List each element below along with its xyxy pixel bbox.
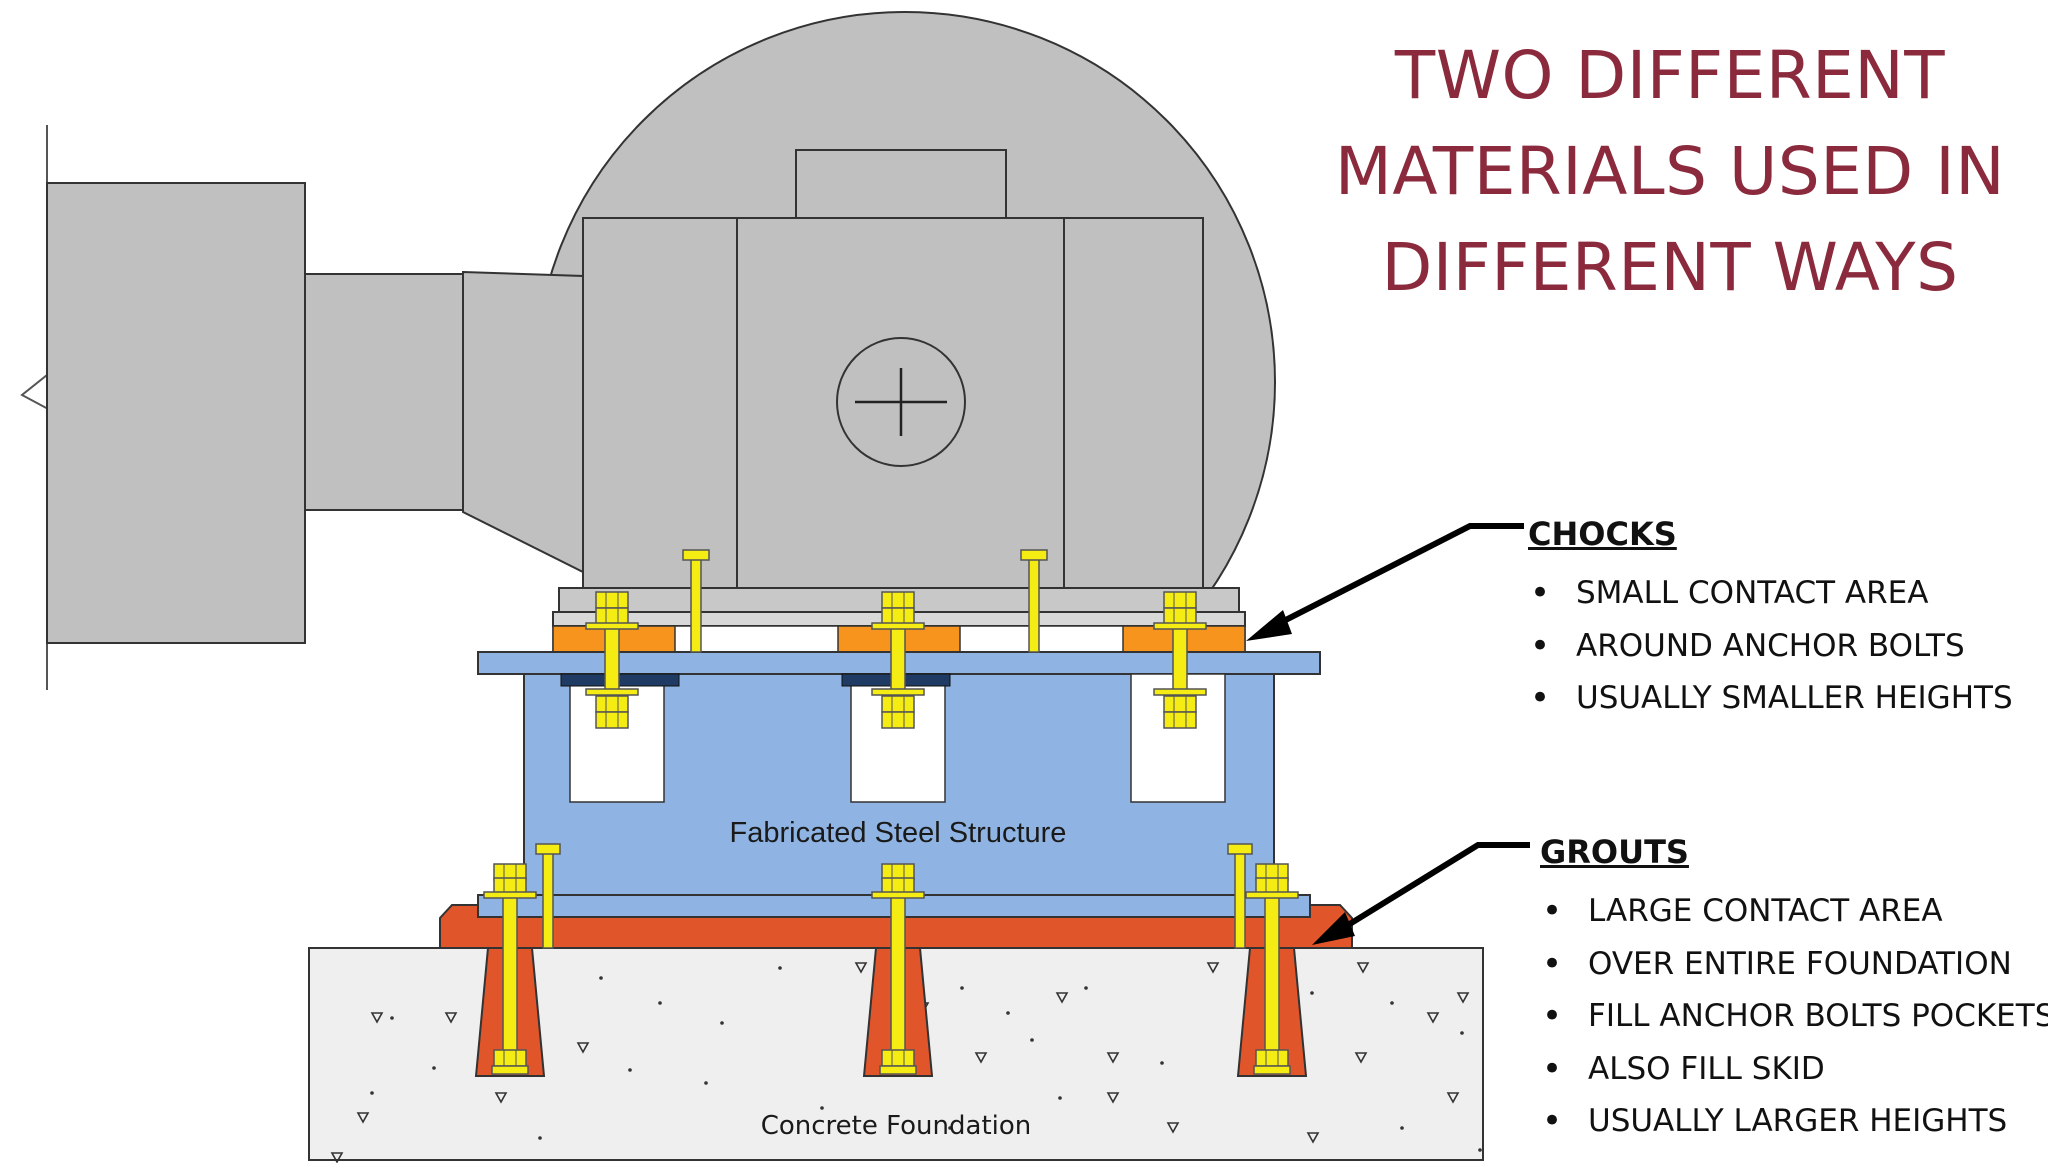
aggregate-dot xyxy=(628,1068,632,1072)
shaft-section-small xyxy=(304,273,464,511)
aggregate-mark xyxy=(1106,1052,1120,1064)
aggregate-mark xyxy=(1166,1122,1180,1134)
jacking-screw xyxy=(682,549,710,653)
aggregate-dot xyxy=(720,1021,724,1025)
list-item: USUALLY LARGER HEIGHTS xyxy=(1540,1095,2048,1148)
aggregate-dot xyxy=(960,986,964,990)
chocks-list: SMALL CONTACT AREA AROUND ANCHOR BOLTS U… xyxy=(1528,567,2013,725)
aggregate-dot xyxy=(599,976,603,980)
anchor-bolt xyxy=(871,863,925,1075)
aggregate-mark xyxy=(1206,962,1220,974)
grouts-arrowhead xyxy=(1312,912,1355,945)
title-line: DIFFERENT WAYS xyxy=(1381,229,1959,306)
aggregate-mark xyxy=(974,1052,988,1064)
anchor-bolt xyxy=(483,863,537,1075)
aggregate-mark xyxy=(1055,992,1069,1004)
list-item: SMALL CONTACT AREA xyxy=(1528,567,2013,620)
chocks-leader-line xyxy=(1268,523,1524,631)
aggregate-mark xyxy=(1456,992,1470,1004)
aggregate-dot xyxy=(820,1106,824,1110)
aggregate-mark xyxy=(444,1012,458,1024)
hold-down-bolt xyxy=(871,591,925,729)
aggregate-mark xyxy=(370,1012,384,1024)
anchor-bolts xyxy=(483,549,1299,1075)
aggregate-dot xyxy=(1478,1148,1482,1152)
aggregate-dot xyxy=(1006,1011,1010,1015)
aggregate-mark xyxy=(1106,1092,1120,1104)
shaft-section-large xyxy=(46,182,306,644)
jacking-screw xyxy=(1020,549,1048,653)
aggregate-mark xyxy=(576,1042,590,1054)
aggregate-dot xyxy=(1058,1096,1062,1100)
list-item: ALSO FILL SKID xyxy=(1540,1043,2048,1096)
aggregate-dot xyxy=(432,1066,436,1070)
concrete-aggregate xyxy=(330,962,1482,1164)
hold-down-bolt xyxy=(1153,591,1207,729)
aggregate-mark xyxy=(854,962,868,974)
grouts-heading: GROUTS xyxy=(1540,833,1689,871)
aggregate-mark xyxy=(330,1152,344,1164)
concrete-foundation-label: Concrete Foundation xyxy=(761,1111,1032,1141)
aggregate-mark xyxy=(1446,1092,1460,1104)
aggregate-dot xyxy=(1084,986,1088,990)
leveling-screw xyxy=(1227,843,1253,949)
title-line: MATERIALS USED IN xyxy=(1334,133,2006,210)
list-item: LARGE CONTACT AREA xyxy=(1540,885,2048,938)
aggregate-dot xyxy=(778,966,782,970)
hold-down-bolt xyxy=(585,591,639,729)
list-item: USUALLY SMALLER HEIGHTS xyxy=(1528,672,2013,725)
aggregate-dot xyxy=(704,1081,708,1085)
anchor-bolt xyxy=(1245,863,1299,1075)
chocks-callout: CHOCKS SMALL CONTACT AREA AROUND ANCHOR … xyxy=(1528,515,2013,725)
list-item: AROUND ANCHOR BOLTS xyxy=(1528,620,2013,673)
aggregate-dot xyxy=(1460,1031,1464,1035)
aggregate-mark xyxy=(1426,1012,1440,1024)
list-item: OVER ENTIRE FOUNDATION xyxy=(1540,938,2048,991)
list-item: FILL ANCHOR BOLTS POCKETS xyxy=(1540,990,2048,1043)
title-line: TWO DIFFERENT xyxy=(1394,37,1946,114)
aggregate-mark xyxy=(356,1112,370,1124)
shaft-coupling xyxy=(462,270,584,574)
aggregate-mark xyxy=(1356,962,1370,974)
steel-structure-label: Fabricated Steel Structure xyxy=(730,817,1067,849)
aggregate-dot xyxy=(1310,991,1314,995)
washer-plate xyxy=(560,673,680,687)
diagram-title: TWO DIFFERENT MATERIALS USED IN DIFFEREN… xyxy=(1300,28,2040,316)
chocks-heading: CHOCKS xyxy=(1528,515,1677,553)
leveling-screw xyxy=(535,843,561,949)
grouts-leader-line xyxy=(1338,842,1530,933)
aggregate-mark xyxy=(494,1092,508,1104)
aggregate-dot xyxy=(1030,1038,1034,1042)
aggregate-dot xyxy=(390,1016,394,1020)
grouts-callout: GROUTS LARGE CONTACT AREA OVER ENTIRE FO… xyxy=(1540,833,2048,1148)
aggregate-dot xyxy=(1160,1061,1164,1065)
aggregate-dot xyxy=(658,1001,662,1005)
aggregate-dot xyxy=(370,1091,374,1095)
aggregate-dot xyxy=(1400,1126,1404,1130)
aggregate-dot xyxy=(1390,1001,1394,1005)
aggregate-dot xyxy=(538,1136,542,1140)
terminal-box xyxy=(795,149,1007,219)
chocks-arrowhead xyxy=(1246,610,1292,641)
aggregate-mark xyxy=(1354,1052,1368,1064)
aggregate-dot xyxy=(948,1126,952,1130)
aggregate-mark xyxy=(1306,1132,1320,1144)
grouts-list: LARGE CONTACT AREA OVER ENTIRE FOUNDATIO… xyxy=(1540,885,2048,1148)
